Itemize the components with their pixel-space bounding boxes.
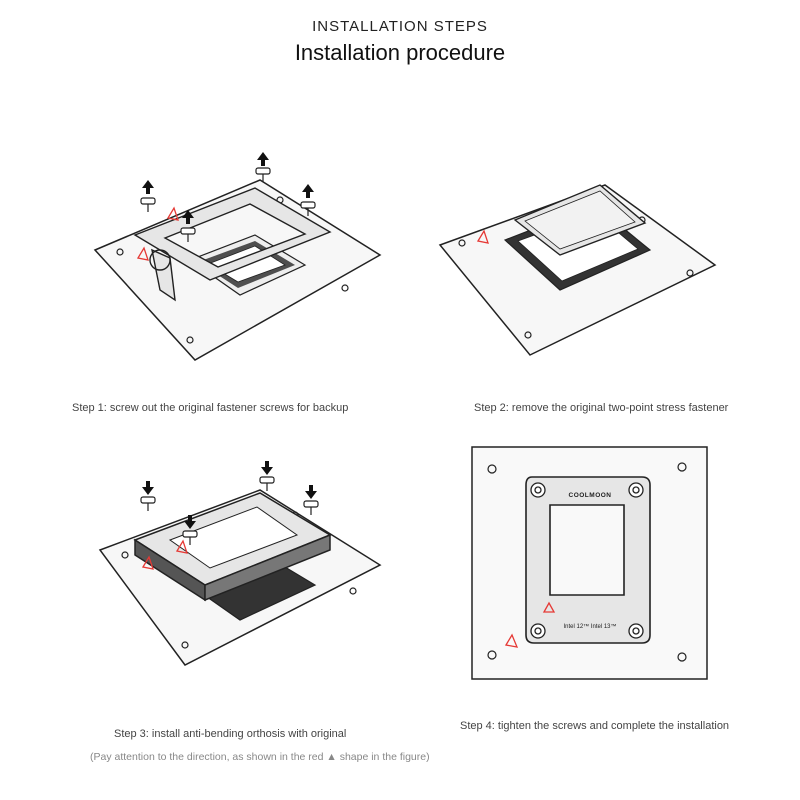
arrow-down-icon	[142, 461, 317, 529]
anti-bending-bracket	[525, 476, 651, 644]
screw-icon	[530, 482, 644, 639]
direction-marker-icon	[141, 555, 154, 570]
retention-frame	[133, 187, 332, 302]
step-4-figure: COOLMOON Intel 12™ Intel 13™	[470, 445, 710, 685]
step-2-figure	[420, 175, 720, 365]
direction-marker-icon	[476, 229, 489, 244]
direction-marker-icon	[166, 206, 179, 221]
model-label: Intel 12™ Intel 13™	[563, 623, 616, 630]
step-2-caption: Step 2: remove the original two-point st…	[474, 402, 729, 414]
screw-icon	[140, 476, 319, 545]
step-3-figure	[85, 455, 390, 685]
direction-marker-icon	[542, 601, 556, 613]
screw-icon	[140, 167, 316, 242]
step-1-figure	[80, 140, 390, 380]
direction-note: (Pay attention to the direction, as show…	[90, 751, 430, 763]
step-4-caption: Step 4: tighten the screws and complete …	[460, 720, 730, 732]
header-eyebrow: INSTALLATION STEPS	[312, 18, 488, 35]
step-3-caption: Step 3: install anti-bending orthosis wi…	[114, 728, 347, 740]
board-holes-icon	[116, 196, 349, 344]
arrow-up-icon	[142, 152, 314, 224]
page-title: Installation procedure	[294, 40, 506, 65]
brand-logo: COOLMOON	[569, 492, 612, 499]
step-1-caption: Step 1: screw out the original fastener …	[72, 402, 349, 414]
anti-bending-bracket	[133, 492, 332, 602]
